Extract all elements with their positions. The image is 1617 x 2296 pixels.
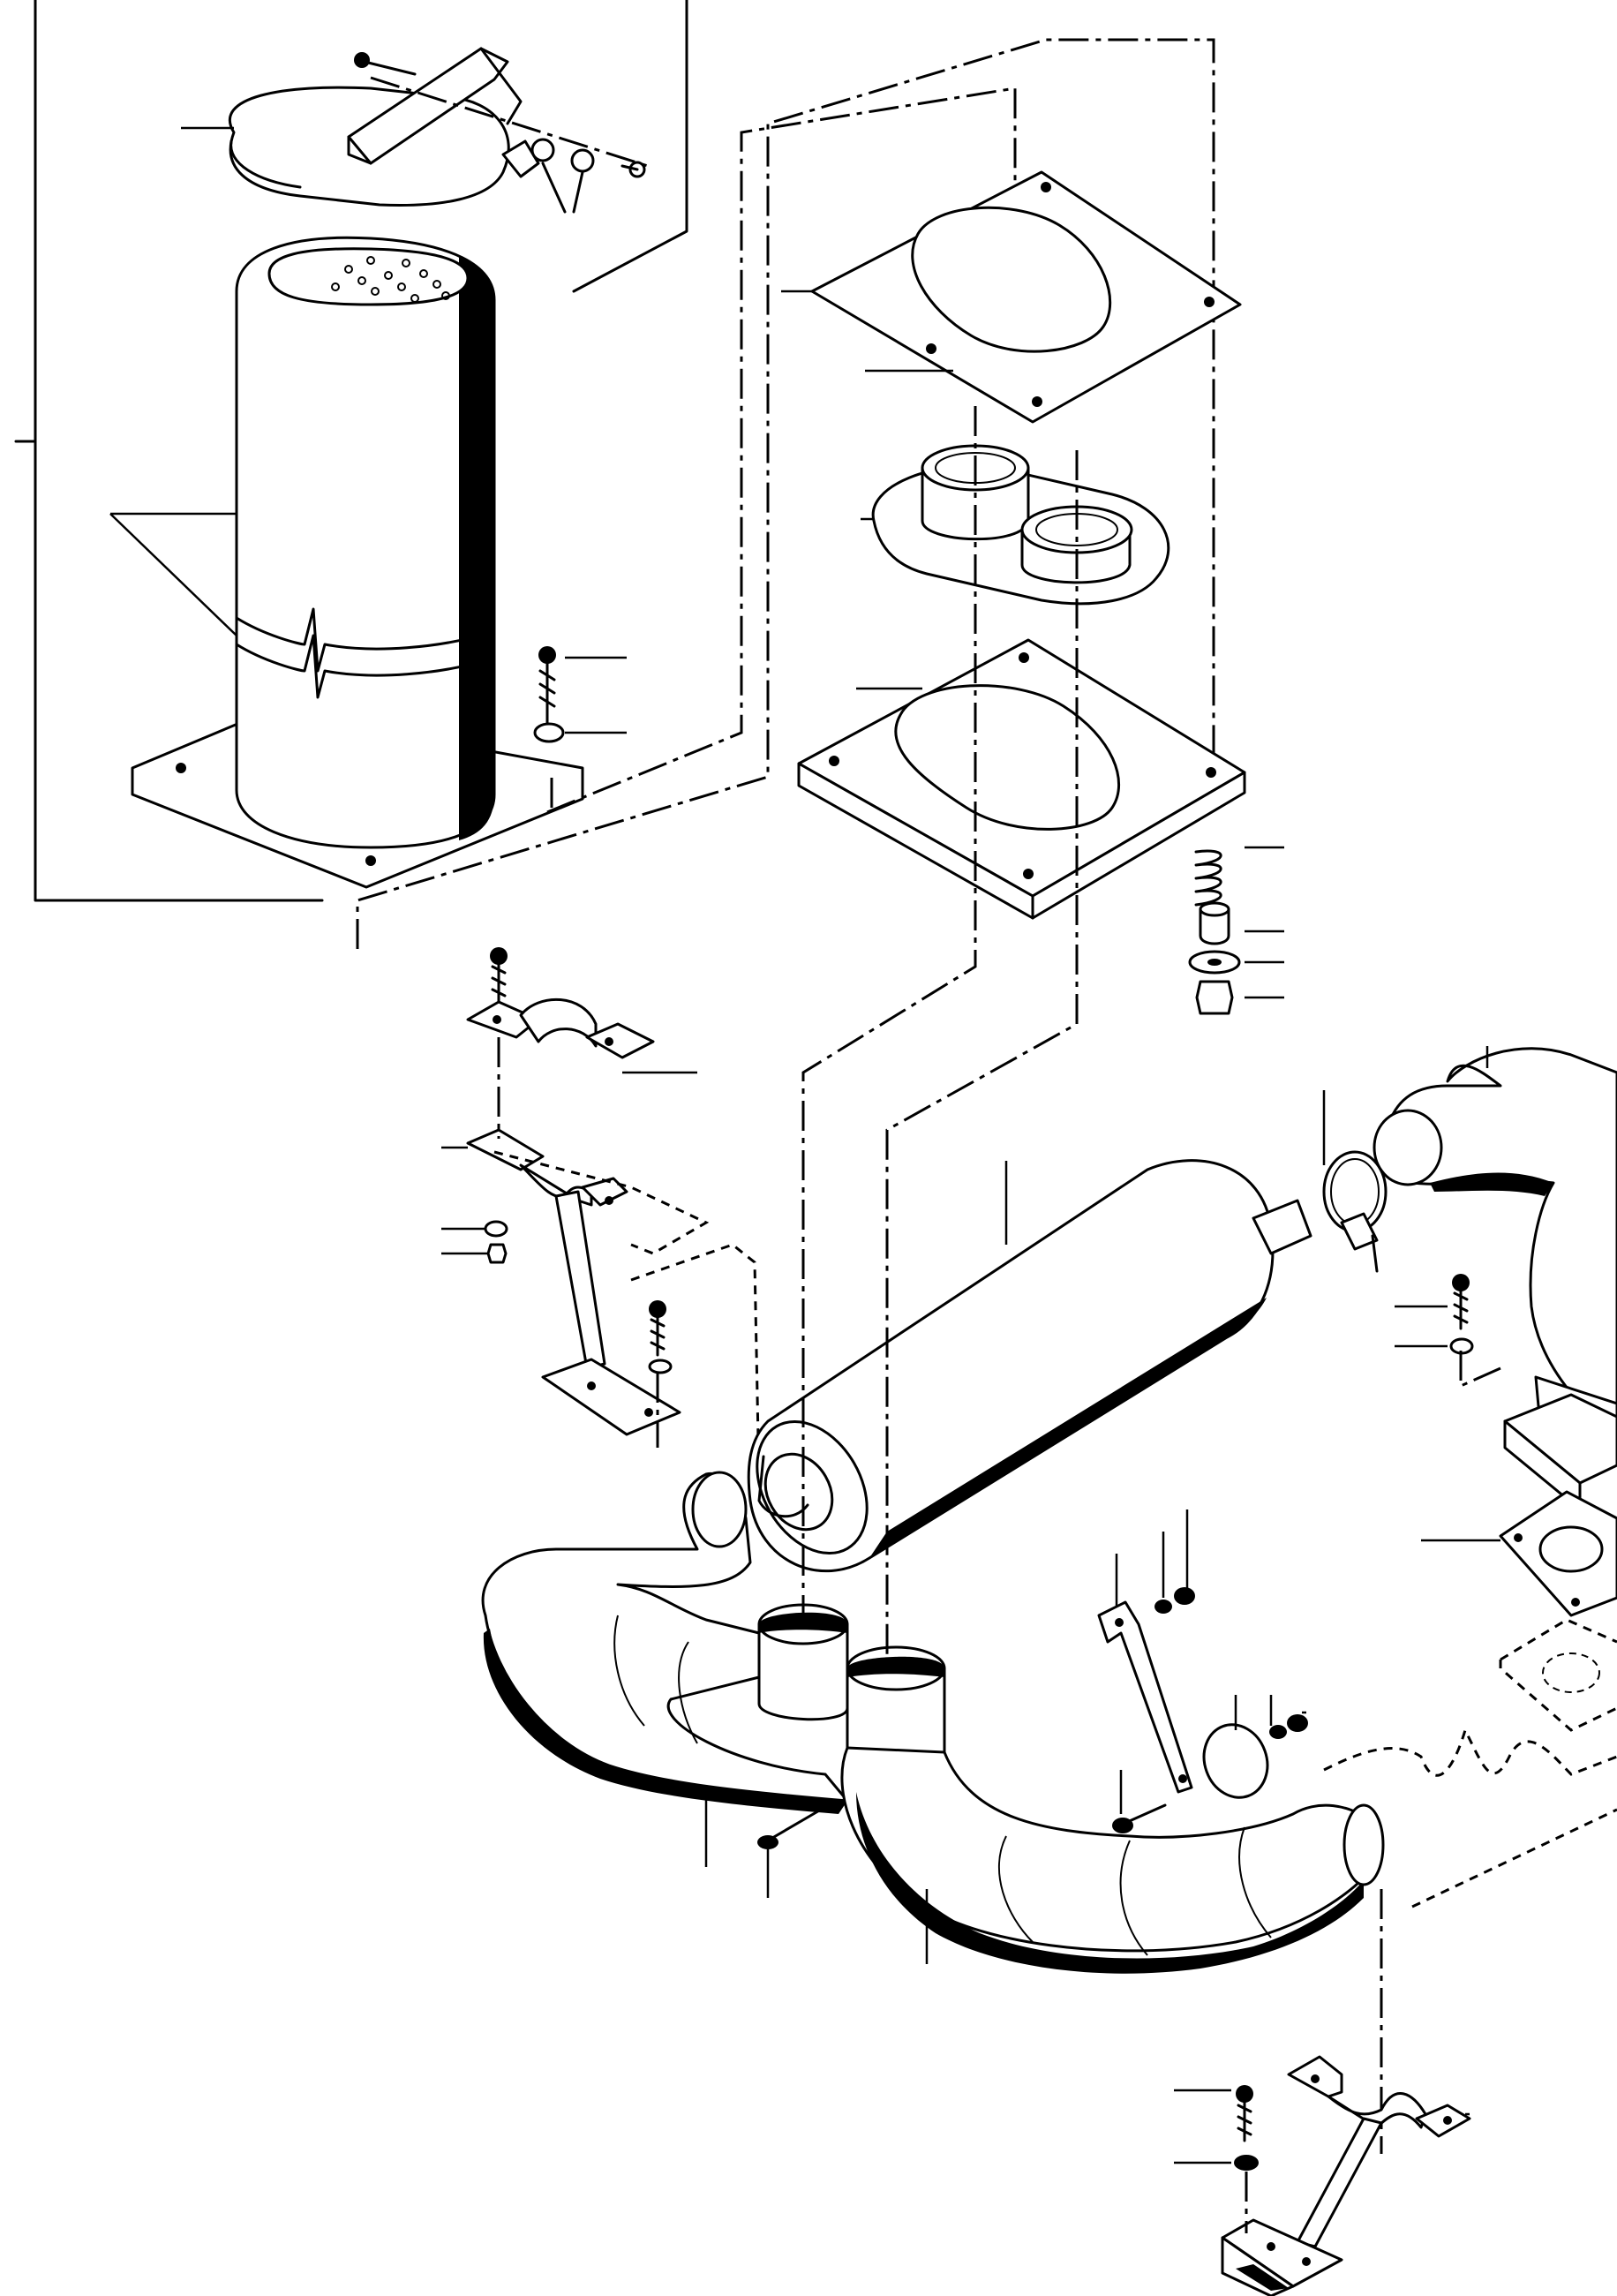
exhaust-y-pipe (481, 1471, 1617, 1974)
perforation-pattern (331, 256, 450, 303)
muffler (747, 1159, 1312, 1573)
double-collar-plate (861, 444, 1170, 606)
cleaner-mount-bolts (533, 646, 627, 743)
muffler-strap-clamp (466, 947, 697, 1074)
top-gasket-plate (781, 170, 1242, 424)
exhaust-clamp-ring (1322, 1090, 1388, 1273)
cleaner-cover (181, 47, 654, 214)
spring-mount-stack (1188, 846, 1284, 1015)
air-cleaner-element (109, 236, 584, 889)
exhaust-elbow-pipe (1373, 1046, 1617, 1511)
flange-gasket (1421, 1490, 1617, 1732)
muffler-support-bracket (441, 1037, 761, 1484)
bottom-support-bracket (1174, 2055, 1471, 2296)
lower-mount-plate (797, 638, 1246, 920)
elbow-mount-bolts (1395, 1274, 1501, 1389)
inset-frame (14, 0, 688, 902)
pipe-hanger-bracket (1097, 1509, 1308, 1833)
